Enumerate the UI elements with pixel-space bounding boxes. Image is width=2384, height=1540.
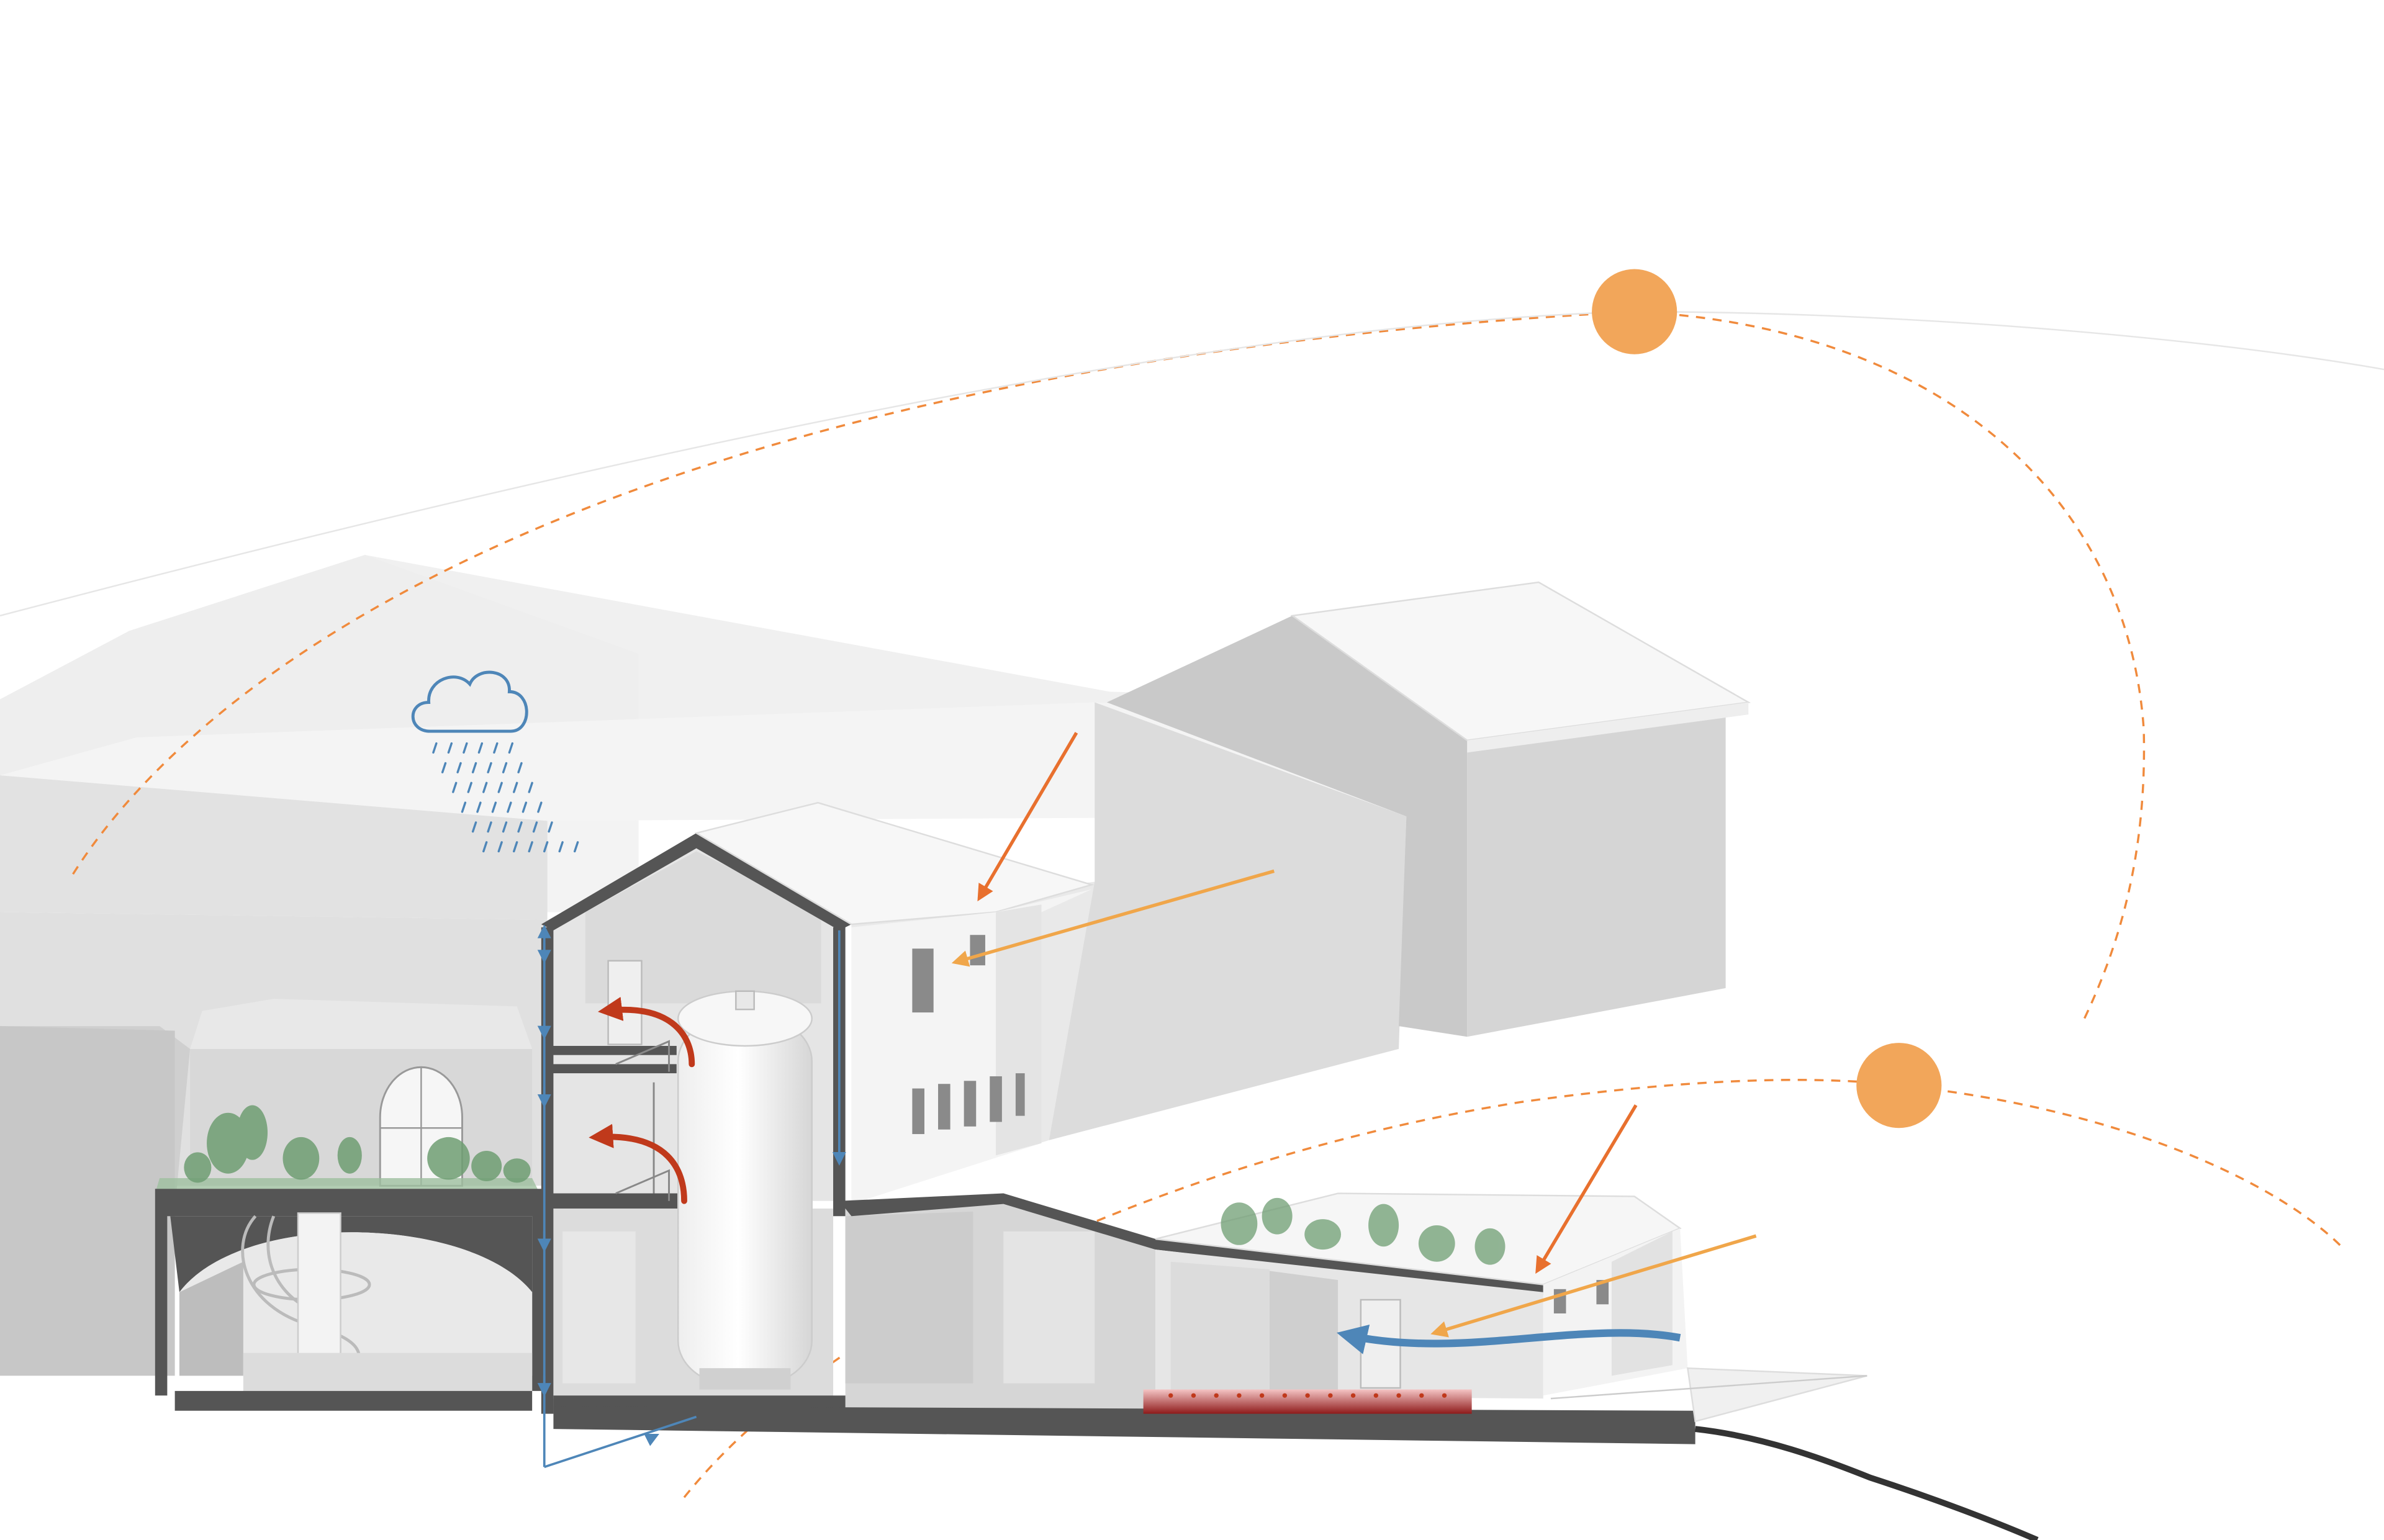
winter-sun-rays [1430, 1104, 1757, 1338]
sun-icon [1856, 1043, 1942, 1128]
sun-icon [1592, 269, 1677, 354]
water-tank [677, 990, 813, 1390]
context-buildings [0, 554, 1751, 1201]
roof-garden-plants [184, 1105, 531, 1183]
green-roof-plants [1221, 1197, 1506, 1265]
cool-air-flow-arrow [1337, 1324, 1681, 1354]
warm-air-flow-arrows [589, 996, 695, 1204]
rain-cloud-icon [411, 670, 579, 853]
summer-sun-rays [951, 732, 1275, 967]
middle-section [553, 1193, 1695, 1444]
rainwater-collection-pipes [537, 924, 846, 1469]
summer-sun-path [0, 310, 2384, 1022]
underfloor-heating [1143, 1389, 1472, 1414]
terrain [1550, 1367, 2039, 1540]
